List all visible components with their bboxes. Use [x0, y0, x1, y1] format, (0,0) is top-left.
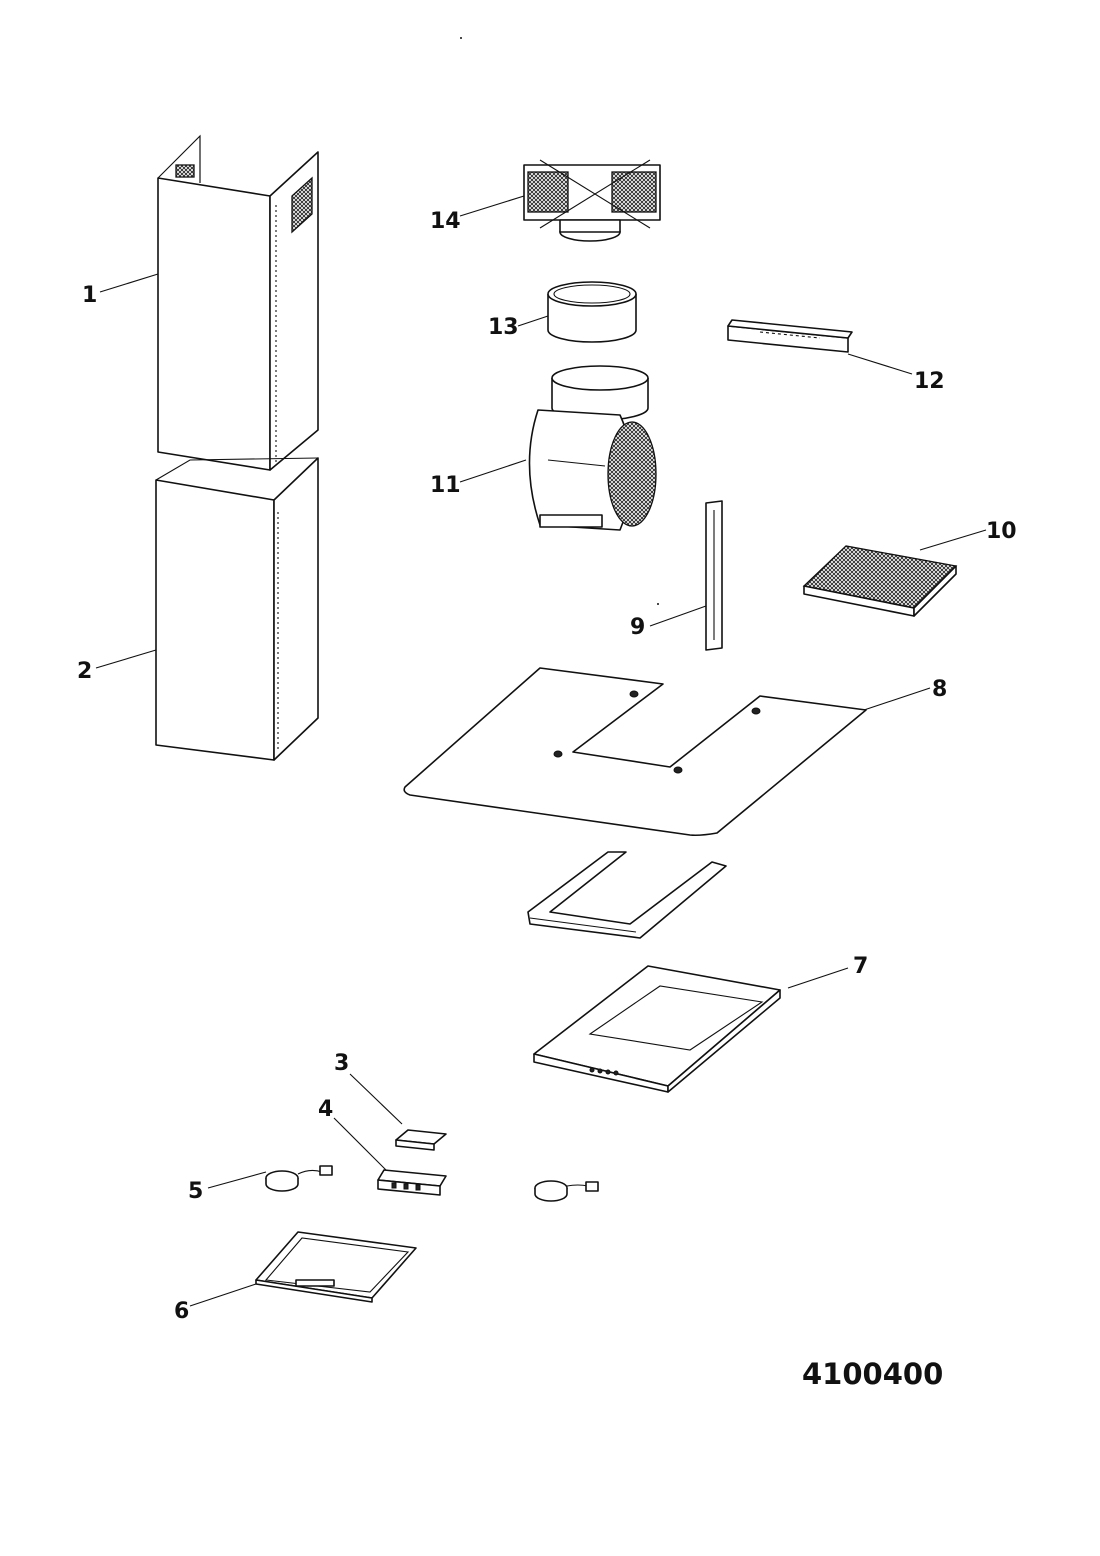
callout-1: 1 [82, 283, 97, 308]
callout-11: 11 [430, 473, 461, 498]
callout-3: 3 [334, 1051, 349, 1076]
part-5-lamp-second[interactable] [534, 1180, 599, 1202]
control-button-row [589, 1067, 619, 1076]
callout-13: 13 [488, 315, 519, 340]
part-4-control-board[interactable] [377, 1169, 447, 1196]
frame-bracket[interactable] [527, 851, 727, 939]
callout-9: 9 [630, 615, 645, 640]
speck-dot [460, 37, 462, 39]
callout-6: 6 [174, 1299, 189, 1324]
leader-lines [95, 195, 987, 1307]
part-3-component[interactable] [395, 1129, 447, 1151]
part-10-carbon-filter[interactable] [802, 545, 958, 617]
part-12-bracket[interactable] [727, 319, 853, 353]
callout-5: 5 [188, 1179, 203, 1204]
part-11-blower-housing[interactable] [528, 365, 657, 531]
part-7-hood-body[interactable] [533, 965, 781, 1093]
part-13-ring-adapter[interactable] [547, 281, 637, 343]
part-9-rail[interactable] [705, 500, 723, 651]
part-2-lower-chimney[interactable] [155, 457, 319, 761]
callout-12: 12 [914, 369, 945, 394]
callout-10: 10 [986, 519, 1017, 544]
part-6-grease-filter[interactable] [255, 1231, 417, 1303]
part-14-switch-assembly[interactable] [523, 159, 661, 242]
callout-8: 8 [932, 677, 947, 702]
part-8-glass-panel[interactable] [403, 667, 867, 837]
callout-2: 2 [77, 659, 92, 684]
part-1-upper-chimney[interactable] [157, 134, 319, 471]
drawing-number: 4100400 [802, 1357, 943, 1391]
callout-7: 7 [853, 954, 868, 979]
speck-dot [657, 603, 659, 605]
callout-4: 4 [318, 1097, 333, 1122]
part-5-lamp[interactable] [265, 1165, 333, 1192]
callout-14: 14 [430, 209, 461, 234]
